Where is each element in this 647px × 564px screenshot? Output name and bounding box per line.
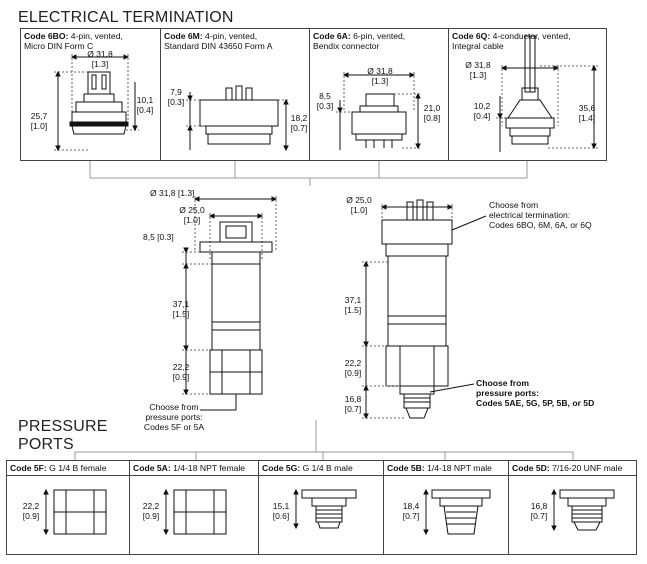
dim-6bo-right: 10,1[0.4] [136,95,154,115]
sensor-6q-drawing [496,35,598,152]
port-5a-shape [163,488,227,536]
dim-6m-right: 18,2[0.7] [290,113,308,133]
dim-port-5b: 18,4[0.7] [402,501,420,521]
dim-main-right-mid: 37,1[1.5] [344,295,362,315]
port-5d-shape [551,488,615,532]
dim-6q-left: 10,2[0.4] [473,101,491,121]
port-box-5f [6,475,130,555]
dim-6q-right: 35,6[1.4] [578,103,596,123]
termination-box-6q: Code 6Q: 4-conductor, vented,Integral ca… [448,28,607,161]
dim-main-left-bottom: 22,2[0.9] [172,362,190,382]
dim-port-5a: 22,2[0.9] [142,501,160,521]
sensor-6bo-drawing [54,54,139,152]
dim-port-5d: 16,8[0.7] [530,501,548,521]
dim-6a-diameter: Ø 31,8[1.3] [367,66,393,86]
dim-port-5g: 15,1[0.6] [272,501,290,521]
termination-connector-lines [89,161,528,186]
dim-6m-left: 7,9[0.3] [167,87,185,107]
dim-main-left-inner-diameter: Ø 25,0[1.0] [179,205,205,225]
dim-6bo-height: 25,7[1.0] [30,111,48,131]
dim-main-right-lower: 22,2[0.9] [344,358,362,378]
main-right-sensor-drawing [362,199,487,420]
dim-main-right-bottom: 16,8[0.7] [344,394,362,414]
dim-6a-left: 8,5[0.3] [316,91,334,111]
dim-main-left-mid: 37,1[1.5] [172,299,190,319]
sensor-6m-drawing [186,85,290,152]
dim-port-5f: 22,2[0.9] [22,501,40,521]
dim-main-right-diameter: Ø 25,0[1.0] [346,195,372,215]
termination-label-6m: Code 6M: 4-pin, vented,Standard DIN 4365… [164,31,273,51]
main-left-sensor-drawing [182,196,278,411]
port-box-5a [129,475,259,555]
port-5g-shape [293,488,357,530]
port-header-5b: Code 5B: 1/4-18 NPT male [383,460,509,476]
port-5b-shape [423,488,491,536]
termination-label-6a: Code 6A: 6-pin, vented,Bendix connector [313,31,406,51]
termination-box-6m: Code 6M: 4-pin, vented,Standard DIN 4365… [160,28,310,161]
dim-6q-diameter: Ø 31,8[1.3] [465,60,491,80]
dim-6a-right: 21,0[0.8] [423,103,441,123]
dim-6bo-diameter: Ø 31,8[1.3] [87,49,113,69]
pressure-connector-lines [74,420,574,460]
port-box-5b [383,475,509,555]
termination-label-6bo: Code 6BO: 4-pin, vented,Micro DIN Form C [24,31,123,51]
sensor-6a-drawing [336,72,422,150]
dim-main-left-outer-diameter: Ø 31,8 [1.3] [150,188,195,198]
port-5f-shape [43,488,107,536]
electrical-termination-title: ELECTRICAL TERMINATION [18,9,234,26]
port-box-5g [258,475,384,555]
dim-main-left-top: 8,5 [0.3] [143,232,174,242]
